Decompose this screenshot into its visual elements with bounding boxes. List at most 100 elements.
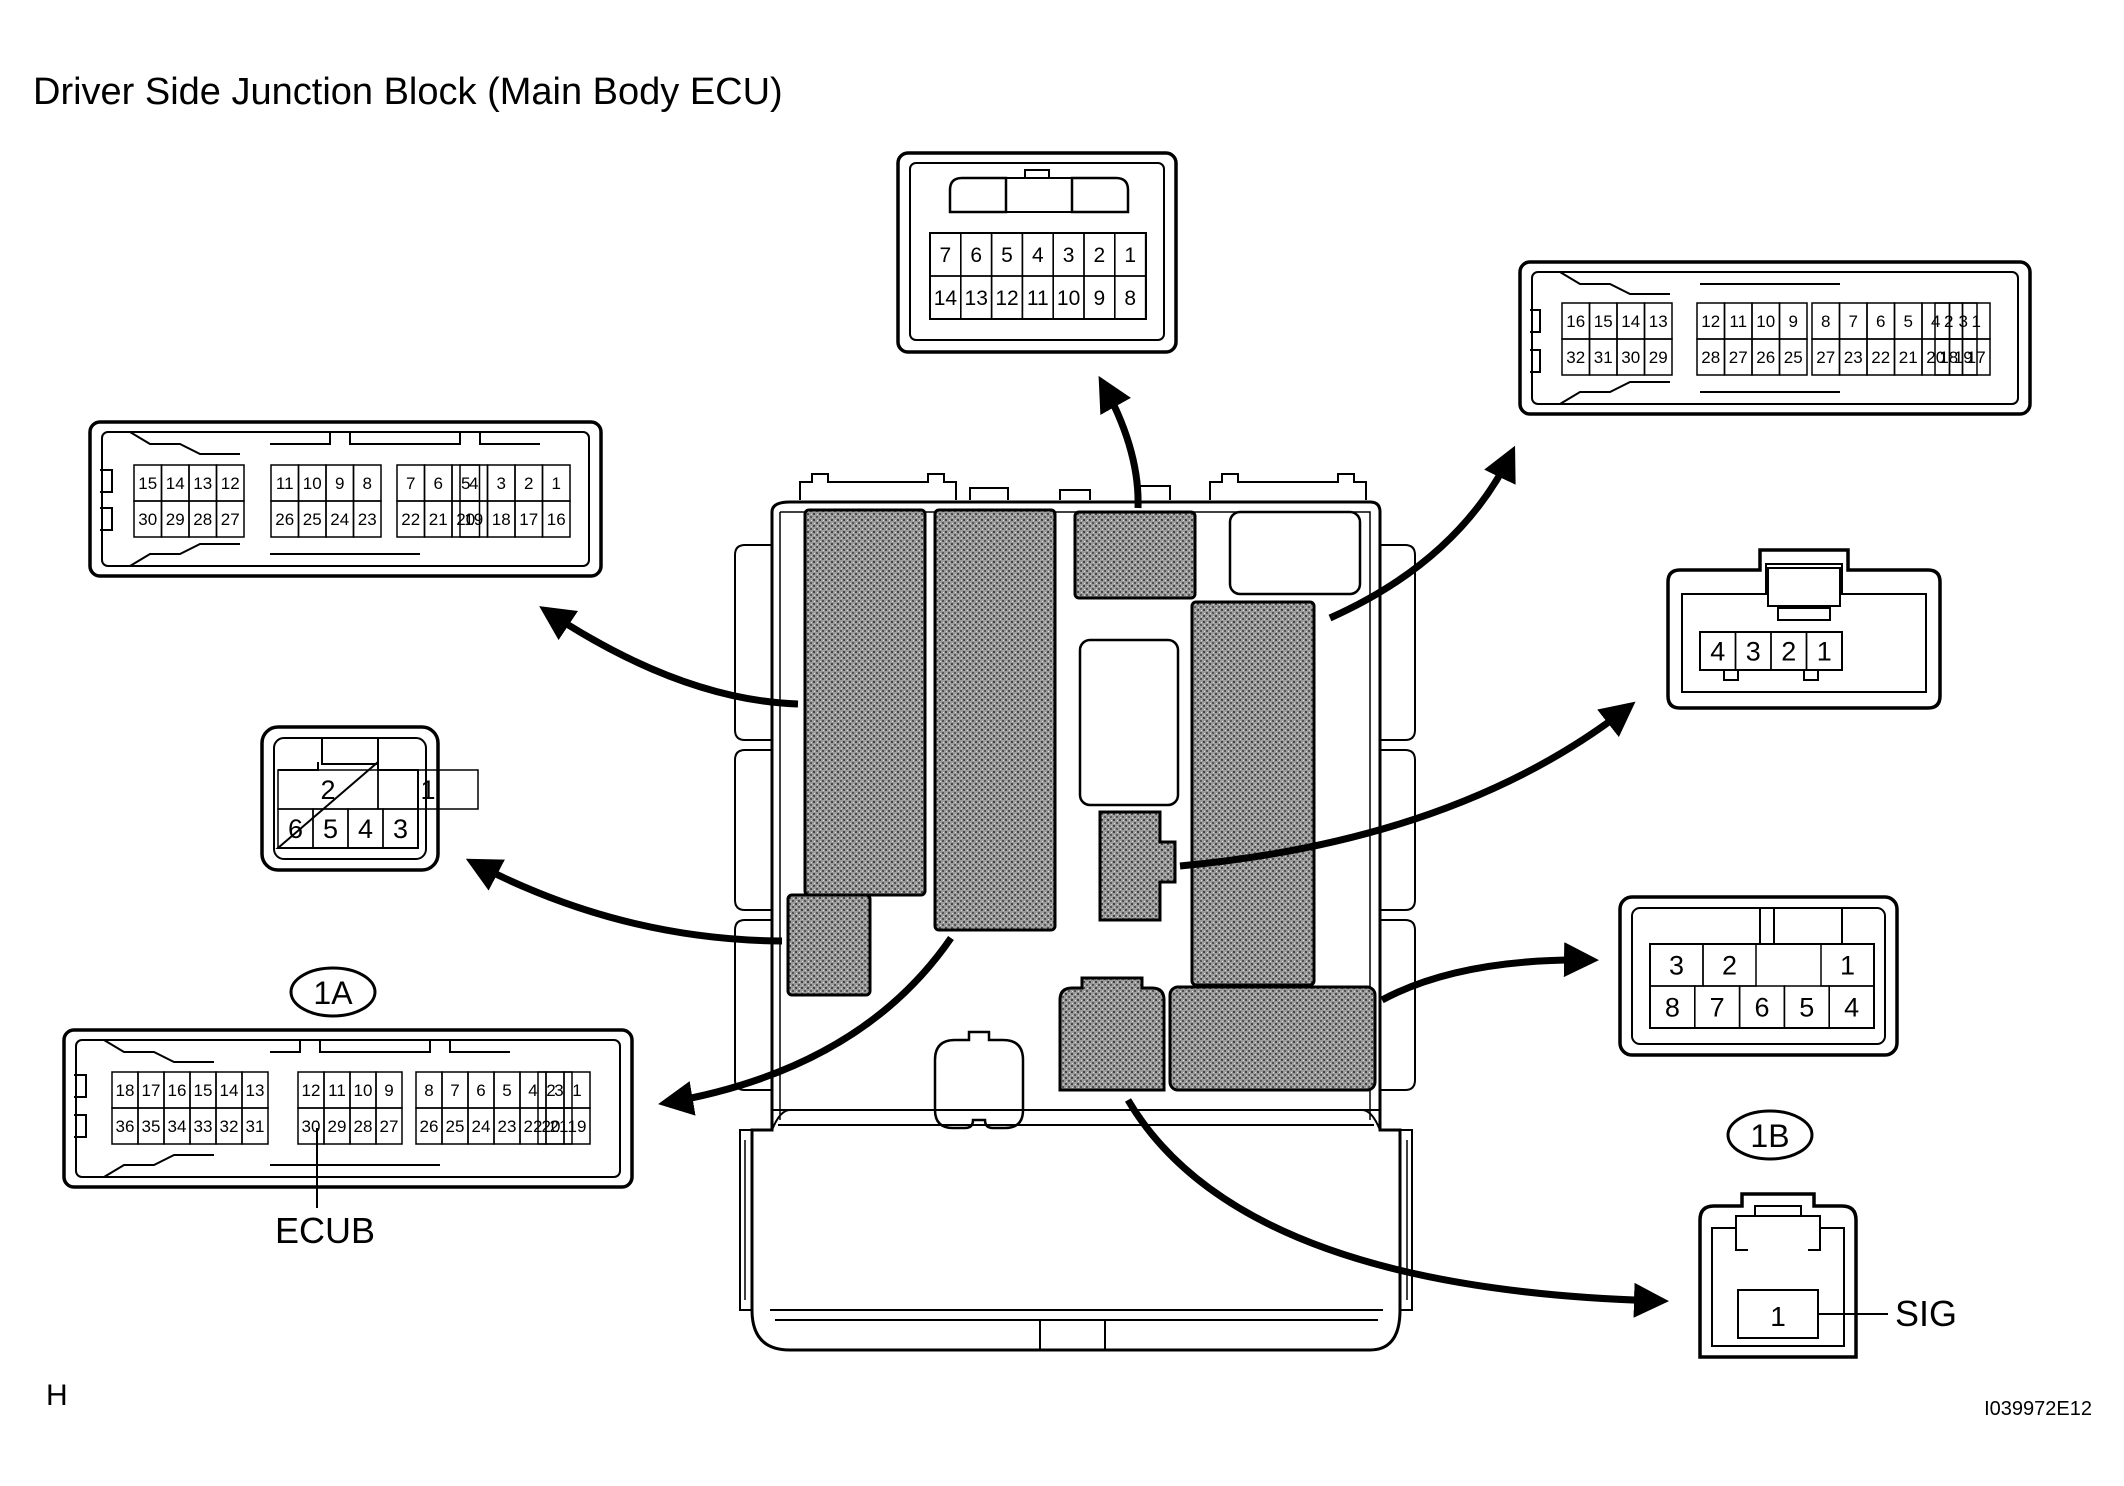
right4-pin-3: 3 [1746,637,1761,667]
left30-pin-6: 6 [434,474,443,493]
c1a-pin-13: 13 [246,1081,265,1100]
left30-pin-12: 12 [221,474,240,493]
left30-pin-28: 28 [193,510,212,529]
c1a-pin-35: 35 [142,1117,161,1136]
socket-1a [933,508,1057,932]
left30-pin-10: 10 [303,474,322,493]
tr32-pin-14: 14 [1621,312,1640,331]
c1a-pin-20: 20 [542,1117,561,1136]
connector-1b: 1B 1 SIG [1698,1109,1957,1359]
connector-1a-label: 1A [313,975,353,1011]
top14-pin-14: 14 [934,287,958,310]
shaded-sockets [786,508,1377,1092]
tr32-pin-27: 27 [1729,348,1748,367]
socket-left-30 [803,508,927,897]
c1a-pin-19-cell [563,1107,591,1145]
left30-pin-9: 9 [335,474,344,493]
c1a-pin-27-cell [375,1107,403,1145]
left30-pin-27-cell [215,500,245,538]
left30-pin-14: 14 [166,474,185,493]
tr32-pin-26: 26 [1756,348,1775,367]
right8-pin-7: 7 [1710,993,1725,1023]
tr32-pin-16: 16 [1566,312,1585,331]
tr32-pin-13: 13 [1649,312,1668,331]
c1a-pin-19: 19 [568,1117,587,1136]
tr32-pin-27: 27 [1816,348,1835,367]
tr32-pin-29: 29 [1649,348,1668,367]
top14-pin-12: 12 [995,287,1018,310]
top14-pin-2: 2 [1094,244,1106,267]
right8-pin-2: 2 [1722,951,1737,981]
tr32-pin-11: 11 [1729,312,1747,331]
connector-top-right-32 [1518,260,2032,416]
arrow-to-1a [658,936,954,1116]
c1a-pin-23: 23 [498,1117,517,1136]
tr32-pin-23: 23 [1844,348,1863,367]
tr32-pin-18: 18 [1939,348,1958,367]
left30-pin-30: 30 [138,510,157,529]
tr32-pin-8: 8 [1821,312,1830,331]
tr32-pin-21: 21 [1899,348,1918,367]
left30-pin-27: 27 [221,510,240,529]
top14-pin-3: 3 [1063,244,1075,267]
c1a-pin-16: 16 [168,1081,187,1100]
left30-pin-2: 2 [524,474,533,493]
socket-left-6 [786,893,872,997]
tr32-pin-5: 5 [1904,312,1913,331]
left30-pin-16-cell [541,500,571,538]
right8-pin-6: 6 [1754,993,1769,1023]
tr32-pin-29-cell [1643,338,1673,376]
tr32-pin-7: 7 [1849,312,1858,331]
left30-pin-20: 20 [456,510,475,529]
connector-1b-pin-1: 1 [1770,1301,1786,1332]
right8-pin-8: 8 [1665,993,1680,1023]
top14-pin-5: 5 [1001,244,1013,267]
tr32-pin-15: 15 [1594,312,1613,331]
socket-top-14 [1073,510,1197,600]
socket-1b [1058,976,1166,1092]
connector-arrows [465,375,1669,1318]
arrow-to-top-right-32 [1328,445,1516,622]
arrow-to-left-6 [465,858,783,945]
c1a-pin-31-cell [241,1107,269,1145]
c1a-pin-7: 7 [450,1081,459,1100]
c1a-pin-34: 34 [168,1117,187,1136]
c1a-pin-9: 9 [384,1081,393,1100]
tr32-pin-31: 31 [1594,348,1613,367]
left6-pin-2: 2 [320,775,335,805]
socket-right-8 [1168,985,1377,1092]
c1a-pin-3: 3 [554,1081,563,1100]
left6-pin-5: 5 [323,814,338,844]
arrow-to-1b [1124,1098,1669,1318]
left30-pin-7: 7 [406,474,415,493]
c1a-pin-8: 8 [424,1081,433,1100]
left30-pin-25: 25 [303,510,322,529]
left6-pin-1: 1 [420,775,435,805]
tr32-pin-1: 1 [1972,312,1981,331]
c1a-pin-36: 36 [116,1117,135,1136]
left30-pin-22: 22 [401,510,420,529]
left6-pin-3-cell [382,808,419,849]
corner-letter: H [46,1379,68,1412]
left30-pin-16: 16 [547,510,566,529]
arrow-to-right-4 [1179,701,1636,870]
connector-right-4 [1666,548,1942,710]
right4-pin-2: 2 [1781,637,1796,667]
right8-pin-3: 3 [1669,951,1684,981]
tr32-pin-10: 10 [1756,312,1775,331]
tr32-pin-28: 28 [1701,348,1720,367]
c1a-pin-10: 10 [354,1081,373,1100]
tr32-pin-22: 22 [1871,348,1890,367]
right4-pin-1-cell [1805,631,1843,671]
c1a-pin-33: 33 [194,1117,213,1136]
top14-pin-7: 7 [940,244,952,267]
tr32-pin-9: 9 [1789,312,1798,331]
left30-pin-18: 18 [492,510,511,529]
c1a-pin-31: 31 [246,1117,265,1136]
c1a-pin-1: 1 [572,1081,581,1100]
tr32-pin-2: 2 [1944,312,1953,331]
diagram-title: Driver Side Junction Block (Main Body EC… [33,71,783,113]
c1a-pin-22: 22 [524,1117,543,1136]
